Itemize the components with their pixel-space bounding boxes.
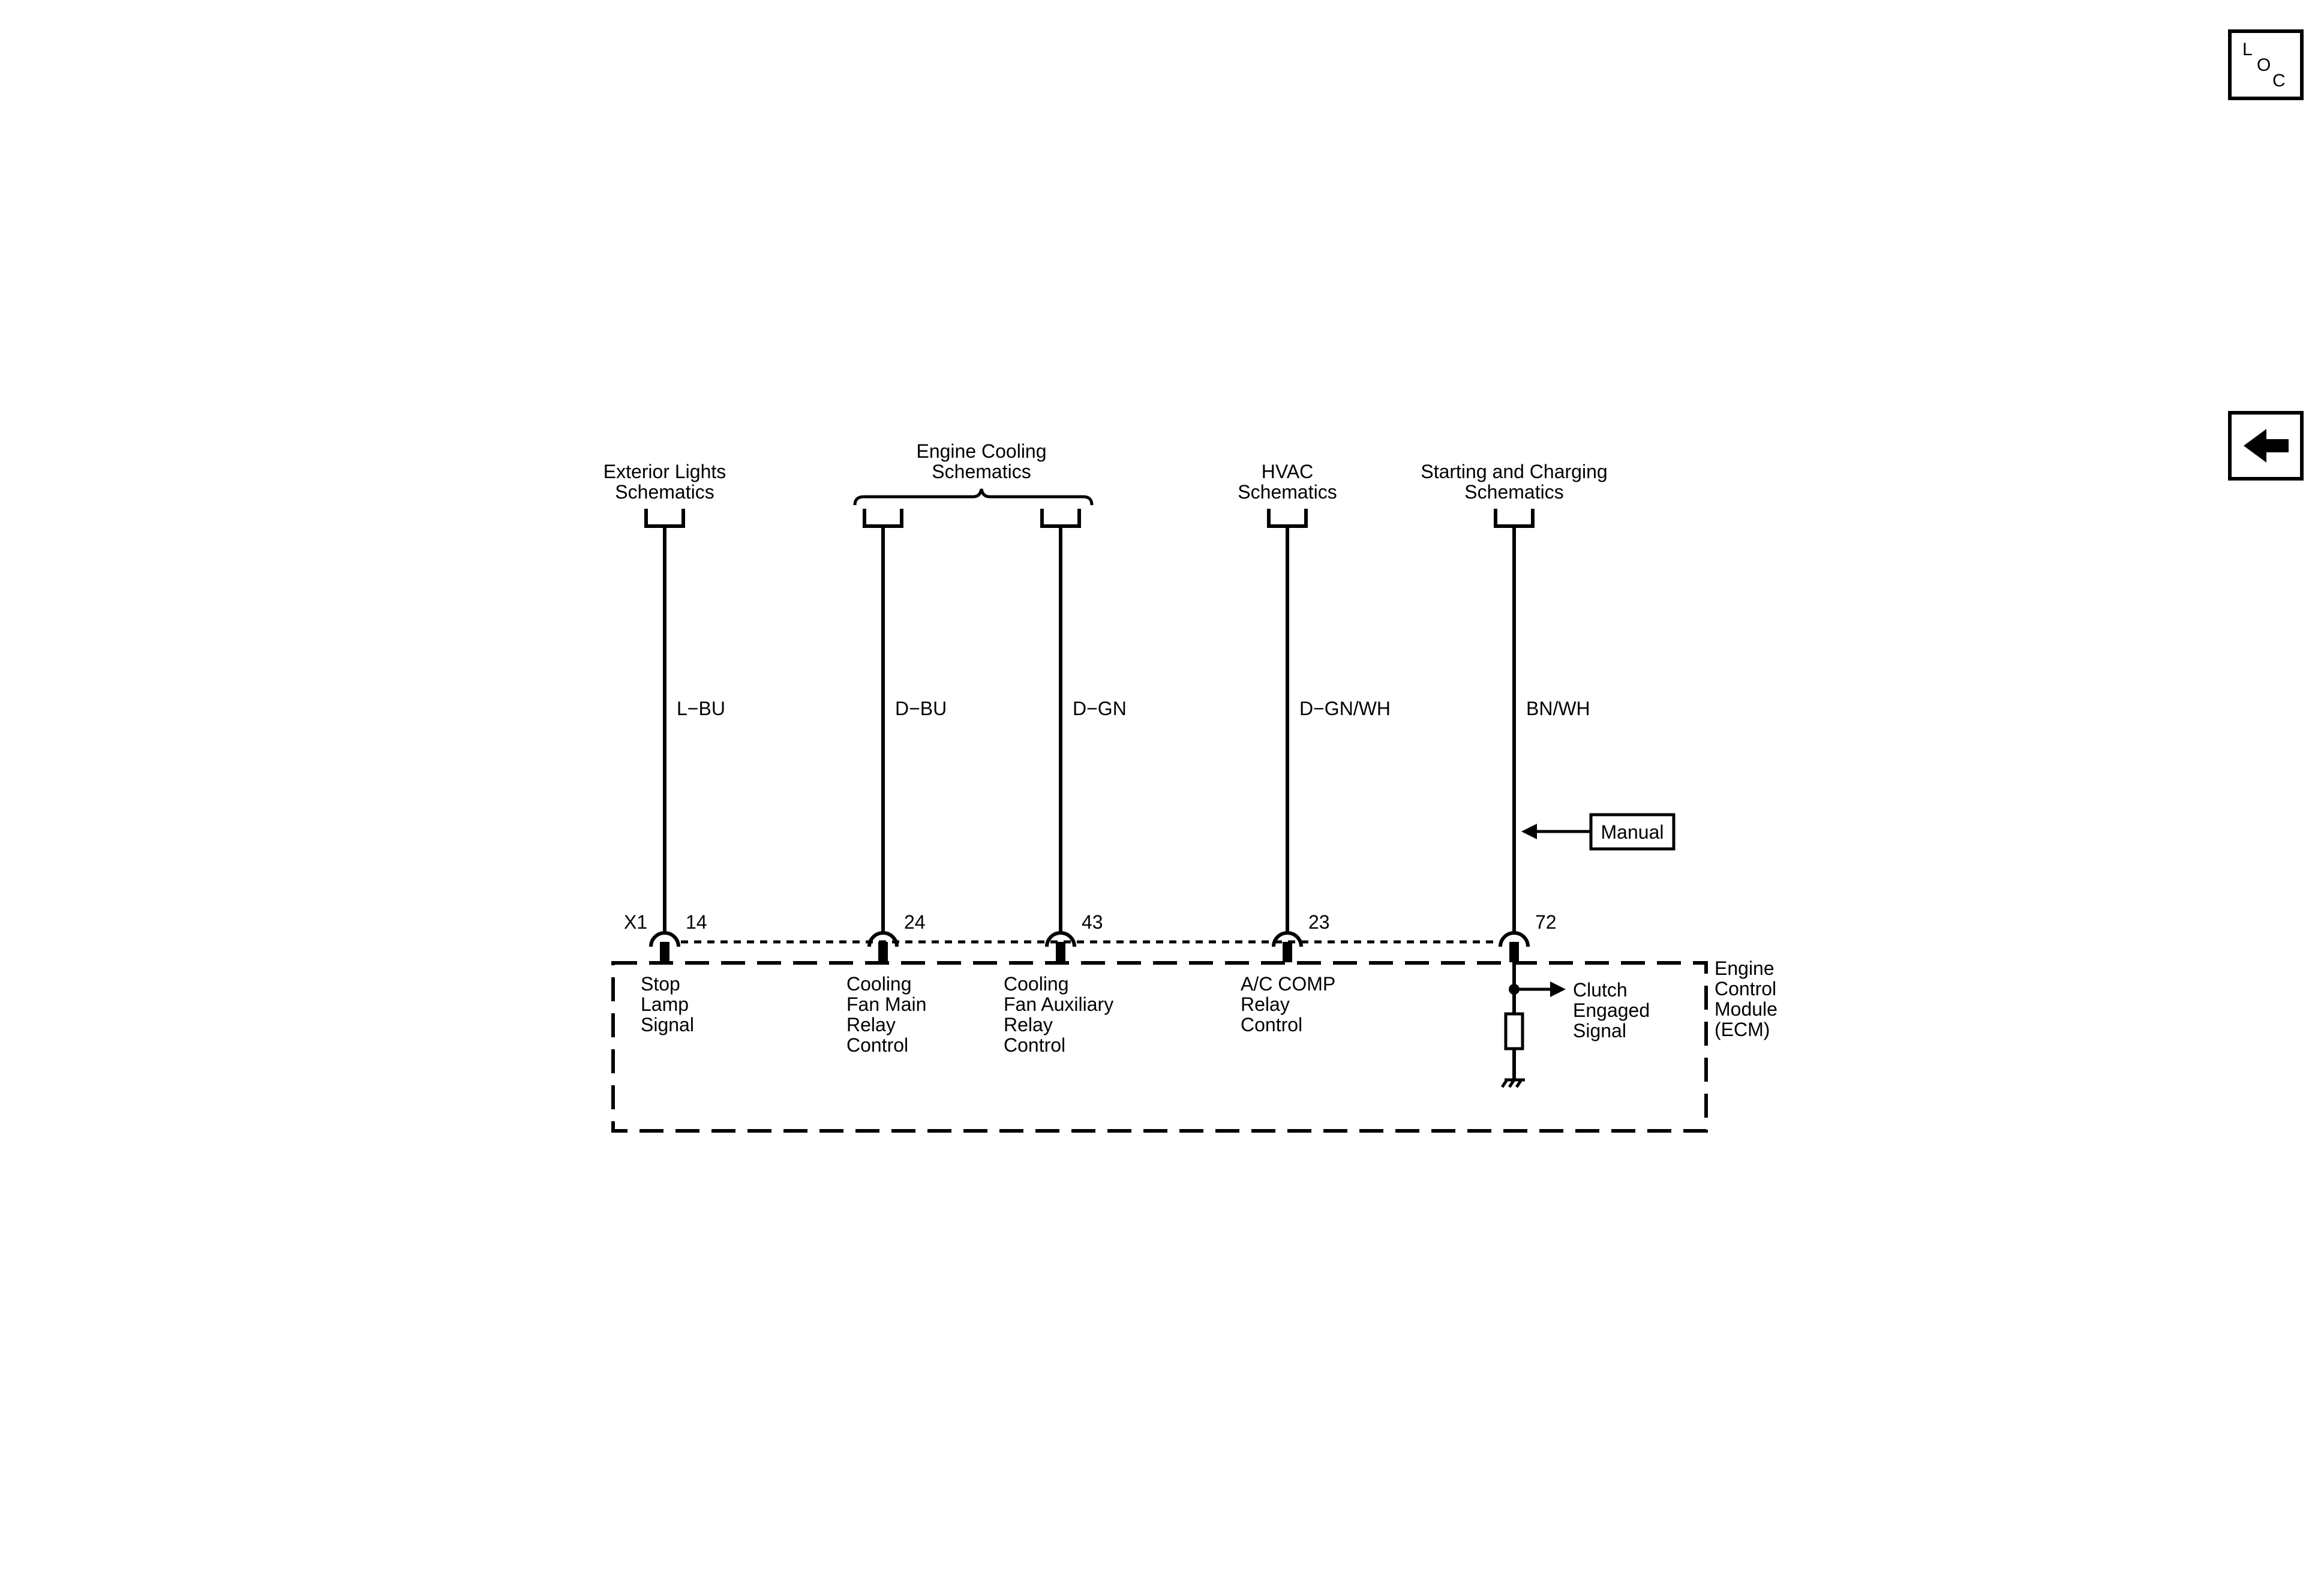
pin-function-stop-lamp-line2: Lamp — [641, 993, 689, 1015]
pull-down-resistor — [1504, 1012, 1524, 1050]
pin-number-14: 14 — [686, 911, 707, 933]
pin-function-cooling-aux-line2: Fan Auxiliary — [1004, 993, 1113, 1015]
ref-engine-cooling-line1: Engine Cooling — [916, 440, 1046, 462]
ref-hvac-line1: HVAC — [1262, 461, 1314, 482]
pin-function-ac-comp: A/C COMP Relay Control — [1241, 973, 1335, 1035]
pin-terminal-43 — [1045, 931, 1076, 962]
pin-function-cooling-aux-line4: Control — [1004, 1034, 1065, 1056]
pin-function-cooling-main-line4: Control — [846, 1034, 908, 1056]
pin-function-ac-comp-line3: Control — [1241, 1014, 1302, 1035]
pin-function-ac-comp-line2: Relay — [1241, 993, 1290, 1015]
pin-function-stop-lamp-line1: Stop — [641, 973, 680, 995]
manual-callout-label: Manual — [1601, 821, 1664, 843]
ref-exterior-lights-line2: Schematics — [615, 481, 714, 503]
clutch-internal-circuit — [1500, 962, 1566, 1088]
connector-bracket-cooling-aux — [1040, 509, 1081, 528]
pin-function-cooling-main-line3: Relay — [846, 1014, 896, 1035]
clutch-engaged-line2: Engaged — [1573, 999, 1650, 1021]
pin-function-cooling-aux: Cooling Fan Auxiliary Relay Control — [1004, 973, 1113, 1056]
pin-number-23: 23 — [1308, 911, 1330, 933]
pin-function-stop-lamp-line3: Signal — [641, 1014, 694, 1035]
connector-id: X1 — [624, 911, 647, 933]
loc-letter-l: L — [2242, 40, 2253, 59]
pin-function-cooling-main-line2: Fan Main — [846, 993, 926, 1015]
pin-function-ac-comp-line1: A/C COMP — [1241, 973, 1335, 995]
pin-terminal-72 — [1499, 931, 1530, 962]
module-name: Engine Control Module (ECM) — [1715, 957, 1777, 1040]
clutch-engaged-line3: Signal — [1573, 1020, 1626, 1041]
connector-bracket-exterior-lights — [644, 509, 685, 528]
ref-hvac[interactable]: HVAC Schematics — [1238, 461, 1337, 503]
back-button[interactable] — [2228, 411, 2304, 481]
wire-color-cooling-main: D−BU — [895, 698, 947, 719]
pin-function-cooling-aux-line3: Relay — [1004, 1014, 1053, 1035]
clutch-engaged-line1: Clutch — [1573, 979, 1628, 1001]
ref-engine-cooling[interactable]: Engine Cooling Schematics — [916, 440, 1046, 482]
pin-terminal-24 — [867, 931, 899, 962]
wire-color-ac-comp: D−GN/WH — [1299, 698, 1391, 719]
loc-letter-o: O — [2257, 55, 2271, 75]
pin-function-stop-lamp: Stop Lamp Signal — [641, 973, 694, 1035]
module-name-line3: Module — [1715, 998, 1777, 1020]
ref-starting-charging-line1: Starting and Charging — [1421, 461, 1607, 482]
pin-number-43: 43 — [1082, 911, 1103, 933]
pin-function-cooling-main: Cooling Fan Main Relay Control — [846, 973, 926, 1056]
manual-callout-box — [1589, 813, 1676, 851]
module-name-line1: Engine — [1715, 957, 1774, 979]
ref-engine-cooling-line2: Schematics — [932, 461, 1031, 482]
pin-terminal-23 — [1272, 931, 1303, 962]
loc-letter-c: C — [2272, 71, 2286, 91]
ground-icon — [1500, 1078, 1525, 1088]
pin-function-cooling-main-line1: Cooling — [846, 973, 912, 995]
wire-color-cooling-aux: D−GN — [1073, 698, 1127, 719]
ref-hvac-line2: Schematics — [1238, 481, 1337, 503]
manual-callout-arrow — [1521, 824, 1537, 839]
ecm-module-boundary — [611, 961, 1708, 1133]
engine-cooling-brace — [853, 488, 1094, 506]
connector-bracket-starting-charging — [1494, 509, 1535, 528]
manual-callout[interactable]: Manual — [1521, 813, 1676, 851]
module-name-line2: Control — [1715, 978, 1776, 999]
pin-number-24: 24 — [904, 911, 926, 933]
connector-bracket-cooling-main — [863, 509, 903, 528]
ref-exterior-lights-line1: Exterior Lights — [603, 461, 726, 482]
wire-color-clutch: BN/WH — [1526, 698, 1590, 719]
ref-starting-charging[interactable]: Starting and Charging Schematics — [1421, 461, 1607, 503]
wire-color-stop-lamp: L−BU — [677, 698, 725, 719]
ref-starting-charging-line2: Schematics — [1464, 481, 1563, 503]
arrow-left-icon — [2244, 429, 2289, 463]
clutch-signal-arrow — [1550, 981, 1566, 997]
loc-button[interactable]: L O C — [2228, 29, 2304, 100]
connector-bracket-hvac — [1267, 509, 1308, 528]
pin-function-cooling-aux-line1: Cooling — [1004, 973, 1069, 995]
module-name-line4: (ECM) — [1715, 1019, 1770, 1040]
pin-terminal-14 — [649, 931, 680, 962]
pin-number-72: 72 — [1535, 911, 1557, 933]
clutch-engaged-label: Clutch Engaged Signal — [1573, 979, 1650, 1041]
ref-exterior-lights[interactable]: Exterior Lights Schematics — [603, 461, 726, 503]
